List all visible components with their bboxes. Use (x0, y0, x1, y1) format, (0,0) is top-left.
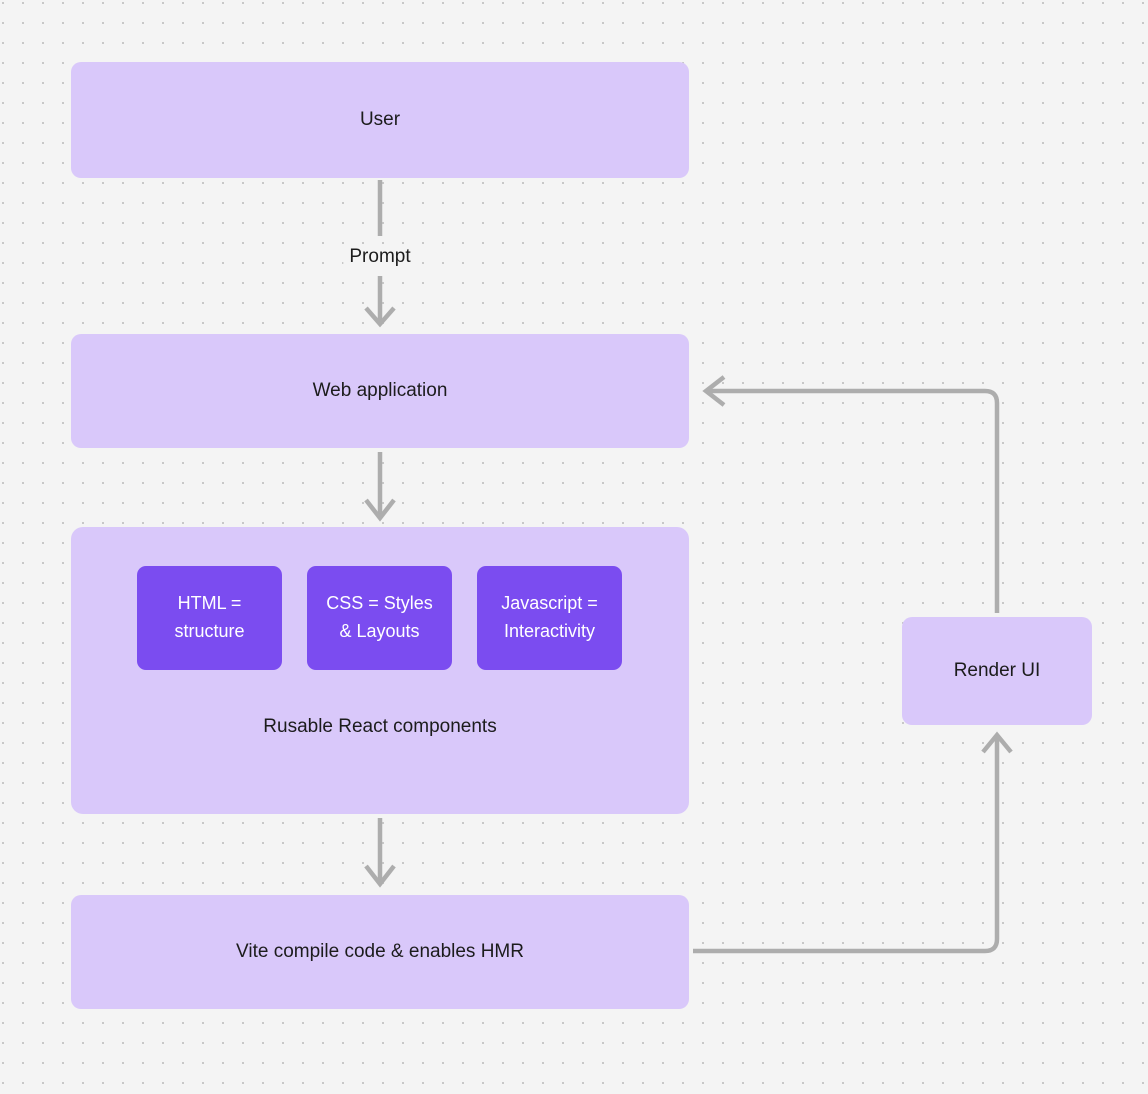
chip-javascript-line1: Javascript = (501, 593, 598, 614)
chip-javascript-line2: Interactivity (503, 621, 596, 641)
edge-label-prompt: Prompt (343, 246, 417, 268)
node-vite-label: Vite compile code & enables HMR (236, 941, 524, 963)
edge-vite-to-render-ui (693, 731, 1013, 954)
chip-javascript[interactable]: Javascript = Interactivity (477, 566, 622, 670)
chip-css-line2: & Layouts (339, 621, 420, 641)
node-reusable-react-components[interactable]: HTML = structure CSS = Styles & Layouts … (71, 527, 689, 814)
chip-html[interactable]: HTML = structure (137, 566, 282, 670)
components-caption: Rusable React components (263, 716, 497, 737)
edge-render-ui-to-web-app (702, 375, 1000, 613)
edge-web-app-to-components (364, 452, 396, 522)
chip-css[interactable]: CSS = Styles & Layouts (307, 566, 452, 670)
node-user[interactable]: User (71, 62, 689, 178)
chip-html-line2: structure (174, 621, 245, 641)
chip-css-line1: CSS = Styles (326, 593, 433, 614)
edge-components-to-vite (364, 818, 396, 888)
component-chip-row: HTML = structure CSS = Styles & Layouts … (137, 566, 622, 670)
node-user-label: User (359, 109, 401, 131)
node-web-application-label: Web application (312, 380, 448, 402)
node-render-ui-label: Render UI (953, 660, 1041, 682)
node-vite[interactable]: Vite compile code & enables HMR (71, 895, 689, 1009)
node-web-application[interactable]: Web application (71, 334, 689, 448)
chip-html-line1: HTML = (177, 593, 242, 614)
node-render-ui[interactable]: Render UI (902, 617, 1092, 725)
